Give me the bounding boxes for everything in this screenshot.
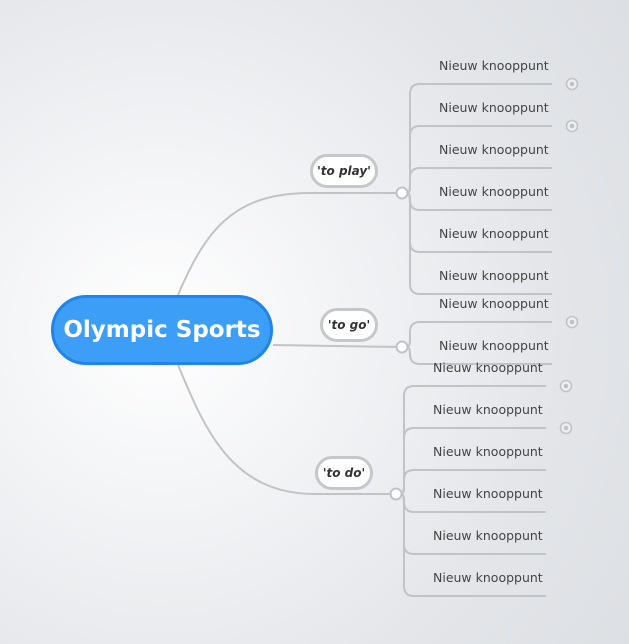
leaf-connector — [395, 493, 546, 555]
leaf-connector — [401, 125, 552, 194]
leaf-node[interactable]: Nieuw knooppunt — [439, 58, 549, 73]
leaf-node[interactable]: Nieuw knooppunt — [433, 360, 543, 375]
branch-hub-dot[interactable] — [389, 487, 403, 501]
leaf-node[interactable]: Nieuw knooppunt — [439, 184, 549, 199]
leaf-node[interactable]: Nieuw knooppunt — [439, 338, 549, 353]
root-connector-to-go — [272, 344, 403, 348]
collapsed-children-icon[interactable] — [565, 119, 579, 133]
branch-node-to-do[interactable]: 'to do' — [315, 456, 373, 490]
leaf-node[interactable]: Nieuw knooppunt — [439, 100, 549, 115]
leaf-node[interactable]: Nieuw knooppunt — [433, 528, 543, 543]
root-connector-to-do — [177, 364, 396, 495]
leaf-node[interactable]: Nieuw knooppunt — [433, 570, 543, 585]
collapsed-children-icon[interactable] — [565, 77, 579, 91]
collapsed-children-icon[interactable] — [565, 315, 579, 329]
leaf-connector — [401, 192, 552, 253]
leaf-connector — [395, 427, 546, 495]
leaf-node[interactable]: Nieuw knooppunt — [439, 226, 549, 241]
root-connector-to-play — [177, 192, 402, 296]
root-node[interactable]: Olympic Sports — [51, 295, 273, 365]
collapsed-children-icon[interactable] — [559, 421, 573, 435]
collapsed-children-icon[interactable] — [559, 379, 573, 393]
leaf-node[interactable]: Nieuw knooppunt — [433, 402, 543, 417]
leaf-node[interactable]: Nieuw knooppunt — [439, 268, 549, 283]
leaf-node[interactable]: Nieuw knooppunt — [439, 296, 549, 311]
branch-node-to-go[interactable]: 'to go' — [320, 308, 378, 342]
branch-hub-dot[interactable] — [395, 340, 409, 354]
branch-hub-dot[interactable] — [395, 186, 409, 200]
leaf-node[interactable]: Nieuw knooppunt — [433, 486, 543, 501]
leaf-node[interactable]: Nieuw knooppunt — [439, 142, 549, 157]
leaf-node[interactable]: Nieuw knooppunt — [433, 444, 543, 459]
branch-node-to-play[interactable]: 'to play' — [310, 154, 378, 188]
